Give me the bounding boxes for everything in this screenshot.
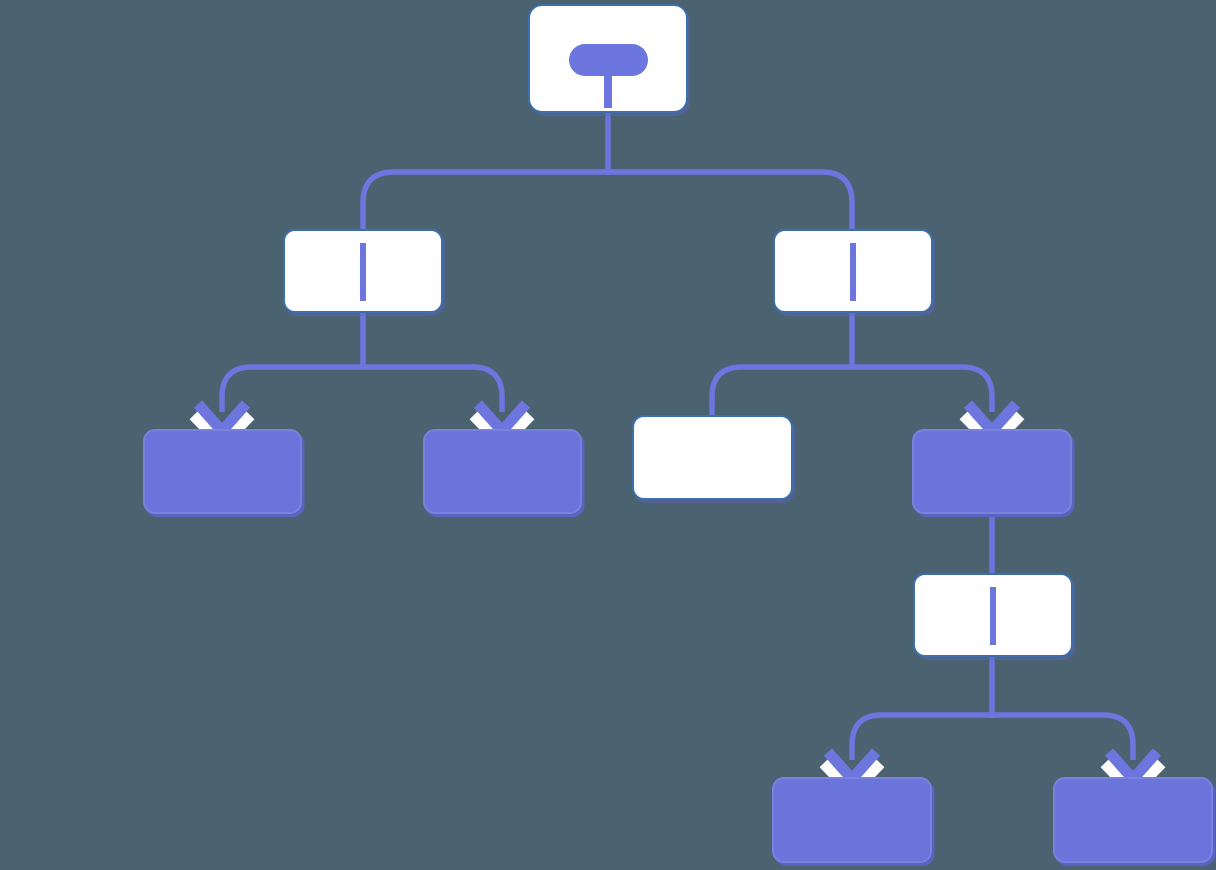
chevron-purple-icon [823,748,881,788]
chevron-purple-icon [1104,748,1162,788]
divider-line-icon [990,587,996,645]
divider-line-icon [360,243,366,301]
connector-bottom-split [849,712,1136,760]
start-pill-icon [569,44,648,76]
start-pill-stem-icon [604,74,612,108]
chevron-purple-icon [963,400,1021,440]
node-leaf-d[interactable] [772,777,932,863]
node-branch-bottom[interactable] [913,573,1073,657]
node-leaf-c[interactable] [912,429,1072,514]
connector-left-split [219,364,505,412]
node-leaf-e[interactable] [1053,777,1213,863]
chevron-purple-icon [193,400,251,440]
node-branch-right[interactable] [773,229,933,313]
connector-top-split [360,169,855,231]
node-root[interactable] [528,4,688,113]
node-branch-left[interactable] [283,229,443,313]
node-leaf-b[interactable] [423,429,582,514]
chevron-purple-icon [473,400,531,440]
node-card-plain[interactable] [632,415,793,500]
divider-line-icon [850,243,856,301]
connector-right-split [709,364,995,418]
node-leaf-a[interactable] [143,429,302,514]
